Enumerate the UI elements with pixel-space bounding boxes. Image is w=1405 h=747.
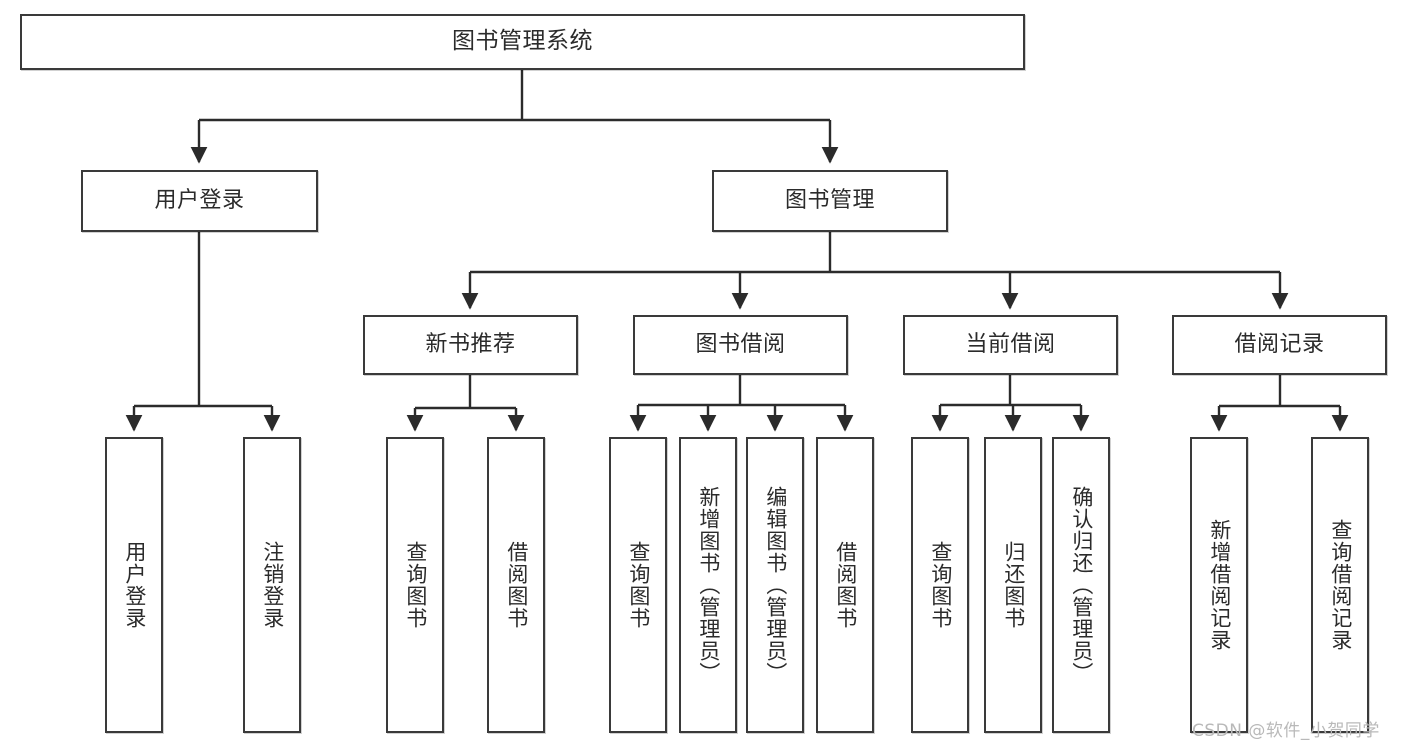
node-label: 新增借阅记录 (1207, 519, 1232, 651)
node-label: 新增图书（管理员） (696, 486, 721, 684)
node-label: 用户登录 (154, 187, 245, 213)
leaf-user-login[interactable]: 用户登录 (105, 437, 163, 733)
leaf-query-borrow-record[interactable]: 查询借阅记录 (1311, 437, 1369, 733)
node-label: 图书管理 (784, 187, 875, 213)
csdn-watermark: CSDN @软件_小贺同学 (1192, 721, 1380, 741)
node-new-book-recommend[interactable]: 新书推荐 (363, 315, 578, 375)
node-label: 注销登录 (260, 541, 285, 629)
node-label: 借阅记录 (1234, 331, 1325, 357)
node-label: 当前借阅 (965, 331, 1056, 357)
node-label: 查询图书 (928, 541, 953, 629)
node-label: 借阅图书 (504, 541, 529, 629)
node-label: 查询图书 (403, 541, 428, 629)
node-label: 归还图书 (1001, 541, 1026, 629)
node-label: 编辑图书（管理员） (763, 486, 788, 684)
leaf-query-book-1[interactable]: 查询图书 (386, 437, 444, 733)
node-label: 图书借阅 (695, 331, 786, 357)
node-label: 图书管理系统 (452, 28, 593, 55)
leaf-query-book-3[interactable]: 查询图书 (911, 437, 969, 733)
node-book-manage[interactable]: 图书管理 (712, 170, 948, 232)
leaf-logout[interactable]: 注销登录 (243, 437, 301, 733)
node-label: 借阅图书 (833, 541, 858, 629)
leaf-query-book-2[interactable]: 查询图书 (609, 437, 667, 733)
leaf-borrow-book-2[interactable]: 借阅图书 (816, 437, 874, 733)
node-book-borrow[interactable]: 图书借阅 (633, 315, 848, 375)
node-label: 用户登录 (122, 541, 147, 629)
node-label: 查询图书 (626, 541, 651, 629)
leaf-return-book[interactable]: 归还图书 (984, 437, 1042, 733)
leaf-borrow-book-1[interactable]: 借阅图书 (487, 437, 545, 733)
node-user-login[interactable]: 用户登录 (81, 170, 318, 232)
node-label: 新书推荐 (425, 331, 516, 357)
node-borrow-record[interactable]: 借阅记录 (1172, 315, 1387, 375)
leaf-confirm-return-admin[interactable]: 确认归还（管理员） (1052, 437, 1110, 733)
leaf-edit-book-admin[interactable]: 编辑图书（管理员） (746, 437, 804, 733)
node-current-borrow[interactable]: 当前借阅 (903, 315, 1118, 375)
leaf-add-book-admin[interactable]: 新增图书（管理员） (679, 437, 737, 733)
node-label: 确认归还（管理员） (1069, 486, 1094, 684)
leaf-add-borrow-record[interactable]: 新增借阅记录 (1190, 437, 1248, 733)
node-label: 查询借阅记录 (1328, 519, 1353, 651)
node-root-system[interactable]: 图书管理系统 (20, 14, 1025, 70)
